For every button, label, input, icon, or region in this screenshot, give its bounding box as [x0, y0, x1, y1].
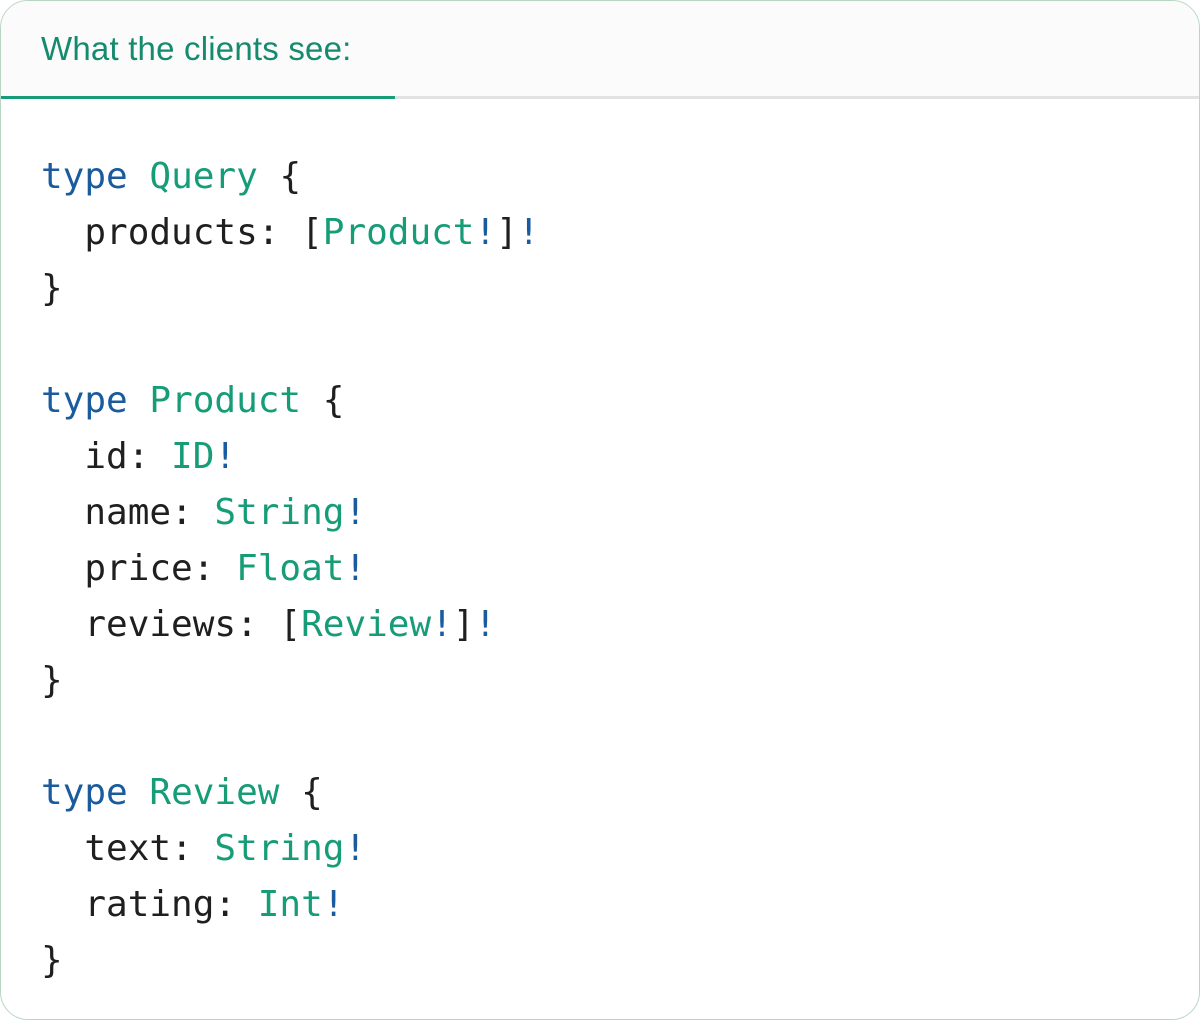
code-token-keyword: type: [41, 772, 128, 813]
code-token-plain: [128, 156, 150, 197]
code-token-bang: !: [214, 436, 237, 477]
code-block: type Query { products: [Product!]!}type …: [1, 99, 1199, 989]
code-token-bang: !: [431, 604, 453, 645]
code-token-plain: }: [41, 940, 63, 981]
code-token-plain: [128, 772, 150, 813]
code-token-keyword: type: [41, 380, 128, 421]
code-line: type Product {: [41, 373, 1159, 429]
code-token-plain: {: [301, 380, 345, 421]
code-line: name: String!: [41, 485, 1159, 541]
code-token-type: Int: [257, 884, 323, 925]
code-token-plain: rating:: [41, 884, 258, 925]
code-token-bang: !: [474, 212, 497, 253]
code-token-plain: {: [257, 156, 302, 197]
tab-what-clients-see[interactable]: What the clients see:: [1, 1, 395, 99]
panel-header: What the clients see:: [1, 1, 1199, 99]
code-token-plain: id:: [41, 436, 172, 477]
code-token-type: Review: [149, 772, 280, 813]
code-token-keyword: type: [41, 156, 128, 197]
code-line: [41, 709, 1159, 765]
code-token-type: Review: [301, 604, 432, 645]
code-token-plain: {: [279, 772, 323, 813]
code-token-bang: !: [322, 884, 345, 925]
code-token-plain: text:: [41, 828, 215, 869]
code-line: type Query {: [41, 149, 1159, 205]
code-line: price: Float!: [41, 541, 1159, 597]
tab-label: What the clients see:: [41, 29, 352, 67]
code-line: }: [41, 653, 1159, 709]
code-token-type: String: [214, 828, 345, 869]
code-line: id: ID!: [41, 429, 1159, 485]
code-token-bang: !: [517, 212, 540, 253]
code-line: [41, 317, 1159, 373]
code-token-type: ID: [171, 436, 215, 477]
code-token-plain: }: [41, 268, 63, 309]
code-token-bang: !: [344, 828, 367, 869]
code-token-plain: name:: [41, 492, 215, 533]
code-line: }: [41, 933, 1159, 989]
code-token-plain: [128, 380, 150, 421]
code-line: type Review {: [41, 765, 1159, 821]
code-token-plain: ]: [496, 212, 518, 253]
code-token-plain: }: [41, 660, 63, 701]
code-token-plain: price:: [41, 548, 237, 589]
code-line: rating: Int!: [41, 877, 1159, 933]
code-token-bang: !: [474, 604, 497, 645]
code-token-plain: ]: [452, 604, 475, 645]
code-line: products: [Product!]!: [41, 205, 1159, 261]
code-token-plain: reviews: [: [41, 604, 302, 645]
header-divider: [395, 1, 1199, 99]
code-line: reviews: [Review!]!: [41, 597, 1159, 653]
code-line: text: String!: [41, 821, 1159, 877]
code-token-bang: !: [344, 548, 367, 589]
code-token-type: Float: [236, 548, 345, 589]
code-token-type: Product: [149, 380, 302, 421]
code-line: }: [41, 261, 1159, 317]
code-token-bang: !: [344, 492, 367, 533]
code-token-plain: products: [: [41, 212, 323, 253]
code-token-type: Product: [322, 212, 475, 253]
code-token-type: String: [214, 492, 345, 533]
code-token-type: Query: [149, 156, 258, 197]
